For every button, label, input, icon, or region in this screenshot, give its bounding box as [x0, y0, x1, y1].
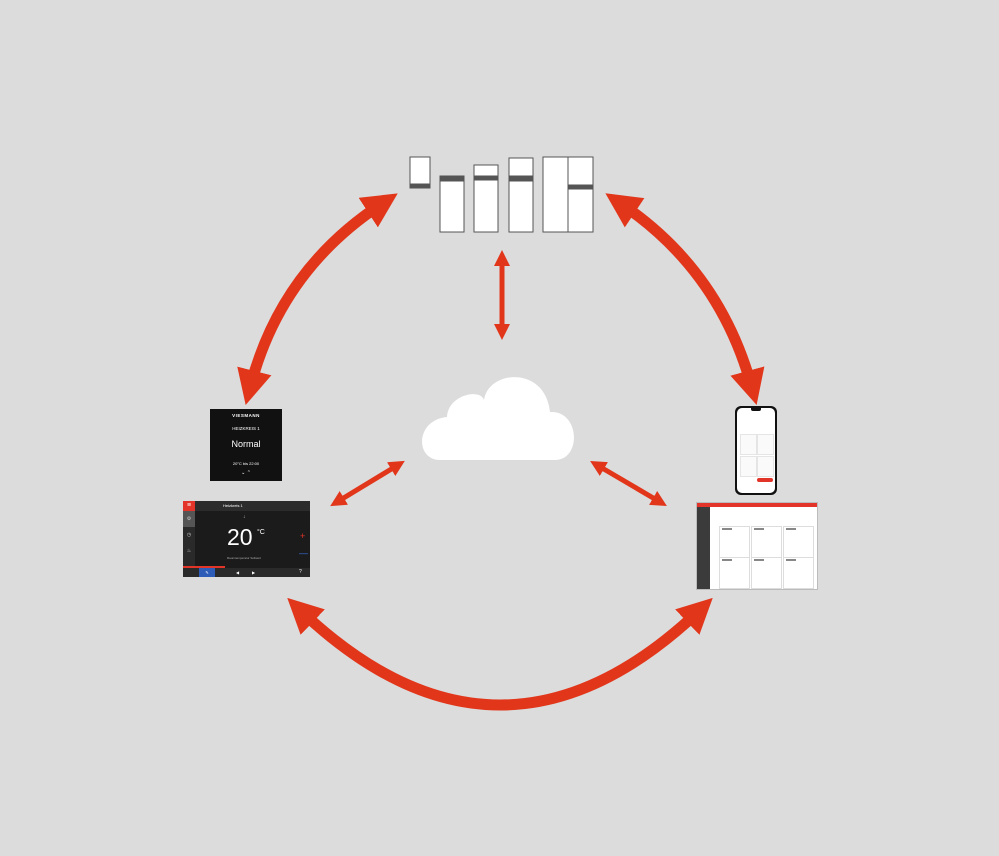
- heat-generator-units: [409, 156, 594, 233]
- panel-circuit-label: HEIZKREIS 1: [232, 426, 260, 431]
- temperature-unit: °C: [257, 529, 265, 536]
- arrow-units-to-panel: [237, 193, 398, 406]
- arrow-hmi-to-web: [287, 597, 713, 711]
- hmi-circuit-selector[interactable]: Heizkreis 1: [223, 503, 243, 508]
- menu-icon[interactable]: ≡: [183, 501, 195, 511]
- temperature-value: 20: [227, 524, 253, 550]
- next-button[interactable]: ▶: [252, 570, 256, 575]
- web-card[interactable]: [719, 557, 750, 589]
- temperature-caption: Raumtemperatur Sollwert: [227, 556, 262, 560]
- panel-nav-arrows-icon[interactable]: ⌄ ⌃: [241, 470, 251, 476]
- smartphone-app: [735, 406, 777, 495]
- web-sidebar: [697, 507, 710, 589]
- previous-button[interactable]: ◀: [236, 570, 240, 575]
- arrow-units-to-phone: [605, 193, 765, 405]
- web-card[interactable]: [751, 526, 782, 558]
- panel-schedule: 20°C bis 22:00: [232, 461, 260, 466]
- web-card[interactable]: [751, 557, 782, 589]
- hmi-accent-line: [183, 566, 225, 568]
- phone-notch: [751, 408, 761, 411]
- hmi-touch-display: ≡ Heizkreis 1 ⚙ ◷ ♨ ↓ 20 °C Raumtemperat…: [183, 501, 310, 577]
- app-tile[interactable]: [740, 434, 757, 455]
- hmi-top-bar: [183, 501, 310, 511]
- settings-icon[interactable]: ⚙: [183, 511, 195, 527]
- app-tile[interactable]: [757, 456, 774, 477]
- wall-unit-small: [409, 156, 431, 189]
- hot-water-icon[interactable]: ♨: [186, 548, 192, 554]
- web-card[interactable]: [783, 557, 814, 589]
- increase-button[interactable]: +: [300, 531, 306, 541]
- web-card[interactable]: [783, 526, 814, 558]
- panel-mode: Normal: [231, 439, 261, 449]
- app-tile[interactable]: [757, 434, 774, 455]
- brand-logo: VIESMANN: [232, 413, 260, 418]
- help-icon[interactable]: ?: [299, 569, 302, 575]
- web-portal: [696, 502, 818, 590]
- floor-unit-1: [439, 175, 465, 233]
- app-tile[interactable]: [740, 456, 757, 477]
- arrow-down-icon: ↓: [243, 514, 246, 520]
- hmi-bottom-bar: ✎ ◀ ▶ ?: [183, 568, 310, 577]
- app-action-button[interactable]: [757, 478, 773, 482]
- arrow-cloud-to-hmi: [330, 460, 405, 507]
- phone-screen: [737, 408, 775, 493]
- hmi-sidebar: ⚙ ◷ ♨: [183, 511, 195, 568]
- arrow-cloud-to-web: [590, 460, 667, 507]
- schedule-icon[interactable]: ◷: [186, 532, 192, 538]
- wall-control-panel: VIESMANN HEIZKREIS 1 Normal 20°C bis 22:…: [210, 409, 282, 481]
- floor-unit-2: [473, 164, 499, 233]
- web-card[interactable]: [719, 526, 750, 558]
- floor-unit-3: [508, 157, 534, 233]
- eco-leaf-icon[interactable]: ✎: [199, 568, 215, 577]
- cloud-icon: [422, 377, 574, 460]
- web-header-bar: [697, 503, 817, 507]
- decrease-button[interactable]: —: [299, 548, 308, 558]
